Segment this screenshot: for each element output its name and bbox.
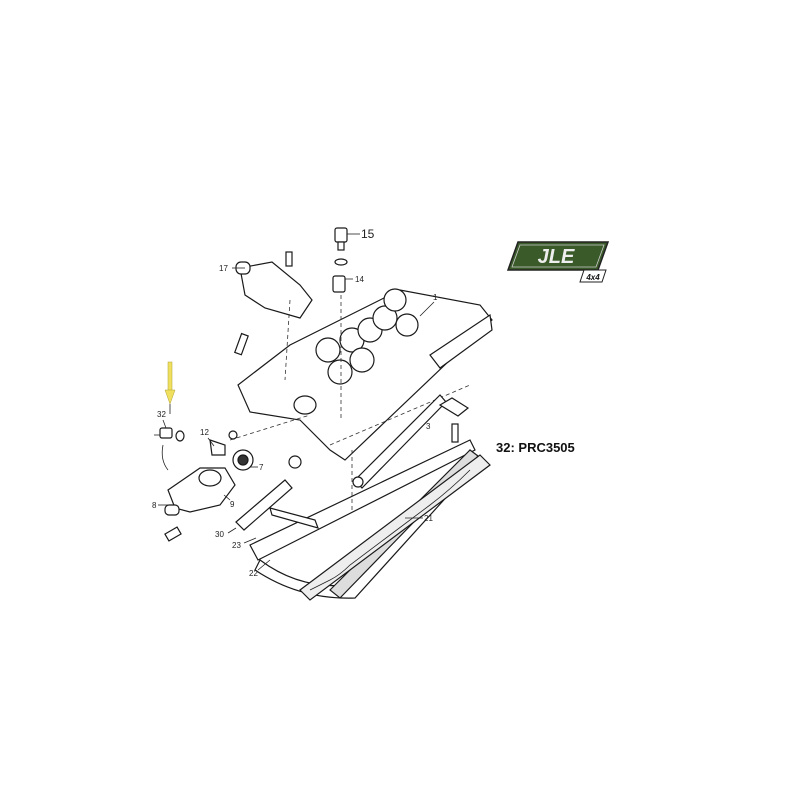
callout-14: 14 [355,275,364,284]
logo-text: JLE [538,246,575,268]
logo-subtext: 4x4 [585,273,600,282]
intake-manifold [237,288,493,461]
rocker-cover-gasket [299,454,491,601]
callout-21: 21 [424,514,433,523]
hoses-and-pipes [235,394,470,531]
callout-32: 32 [157,410,166,419]
callout-23: 23 [232,541,241,550]
coolant-temperature-sensor [154,427,185,471]
jle-logo: JLE 4x4 [506,240,610,286]
thermostat-housing [164,430,254,516]
callouts: 15 17 14 1 32 12 3 7 8 9 21 30 23 22 [152,227,438,578]
callout-30: 30 [215,530,224,539]
callout-12: 12 [200,428,209,437]
callout-17: 17 [219,264,228,273]
callout-8: 8 [152,501,157,510]
callout-1: 1 [433,293,438,302]
callout-7: 7 [259,463,264,472]
callout-3: 3 [426,422,431,431]
bolts [164,227,459,542]
callout-9: 9 [230,500,235,509]
callout-22: 22 [249,569,258,578]
callout-15: 15 [361,227,375,241]
part-number-label: 32: PRC3505 [496,440,575,455]
idle-air-valve [235,261,313,319]
highlight-arrow [164,361,176,414]
